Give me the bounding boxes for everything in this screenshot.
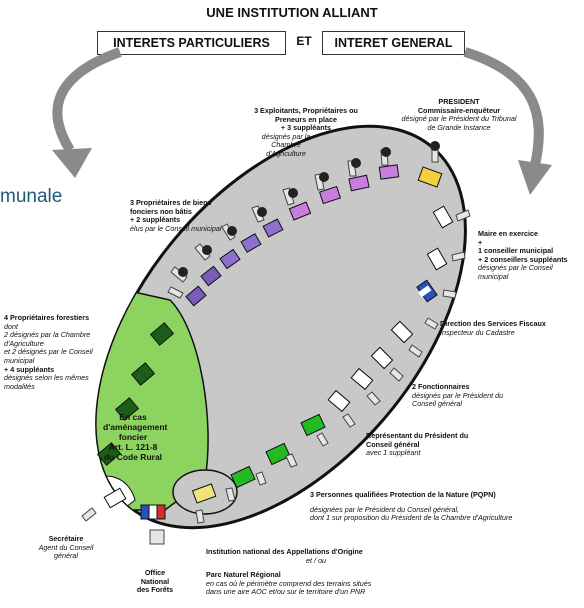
office-flag-seat — [140, 504, 166, 520]
proprietaires-label: 3 Propriétaires de biens fonciers non bâ… — [130, 198, 228, 233]
secretaire-detail: Agent du Conseil général — [38, 542, 94, 561]
proprietaires-title: 3 Propriétaires de biens fonciers non bâ… — [130, 198, 212, 216]
fiscaux-label: Direction des Services Fiscaux Inspecteu… — [440, 319, 550, 337]
onf-line: Office — [144, 568, 166, 577]
green-zone-label: En cas d'aménagement foncier Art. L. 121… — [103, 412, 168, 462]
representant-label: Représentant du Président du Conseil gén… — [366, 431, 478, 458]
maire-seats — [416, 205, 454, 303]
fiscaux-seats — [370, 320, 414, 370]
forestiers-line: dont — [4, 321, 18, 331]
forestiers-suppl: + 4 suppléants — [4, 364, 55, 374]
green-zone-line: d'aménagement — [103, 422, 168, 432]
forestiers-seats — [96, 322, 175, 466]
onf-line: des Forêts — [136, 585, 174, 595]
maire-suppl: + 2 conseillers suppléants — [478, 254, 568, 264]
forestiers-detail: désignés selon les mêmes modalités — [4, 373, 89, 391]
green-zone-line: Art. L. 121-8 — [108, 442, 158, 452]
exploitants-detail: désignés par la Chambre d'Agriculture — [261, 131, 311, 158]
pqpn-title: 3 Personnes qualifiées Protection de la … — [310, 490, 496, 499]
purple-seats — [185, 218, 284, 307]
forestiers-title: 4 Propriétaires forestiers — [4, 313, 90, 322]
connector-et: ET — [296, 34, 312, 48]
fiscaux-detail: Inspecteur du Cadastre — [440, 327, 515, 337]
left-arrow-head — [52, 148, 92, 178]
representant-title: Représentant du Président du Conseil gén… — [366, 431, 469, 449]
president-subtitle: Commissaire-enquêteur — [417, 105, 501, 115]
maire-label: Maire en exercice + 1 conseiller municip… — [478, 229, 582, 282]
proprietaires-suppl: + 2 suppléants — [130, 215, 181, 225]
right-curved-arrow — [463, 47, 544, 167]
green-zone-line: En cas — [119, 412, 147, 422]
fonctionnaires-title: 2 Fonctionnaires — [412, 382, 470, 391]
secretaire-label: Secrétaire Agent du Conseil général — [34, 534, 98, 561]
forestiers-label: 4 Propriétaires forestiers dont 2 désign… — [4, 313, 108, 391]
president-detail: désigné par le Président du Tribunal de … — [401, 114, 517, 132]
left-curved-arrow — [52, 47, 122, 153]
fonctionnaires-label: 2 Fonctionnaires désignés par le Préside… — [412, 382, 516, 409]
pqpn-detail: dont 1 sur proposition du Président de l… — [310, 513, 513, 523]
onf-line: National — [140, 576, 170, 586]
inao-detail: et / ou — [306, 555, 326, 565]
pink-seats — [288, 164, 400, 221]
inao-label: Institution national des Appellations d'… — [206, 547, 446, 565]
exploitants-suppl: + 3 suppléants — [280, 123, 332, 133]
maire-detail: désignés par le Conseil municipal — [478, 263, 553, 281]
fiscaux-title: Direction des Services Fiscaux — [440, 319, 546, 328]
pqpn-detail: désignées par le Président du Conseil gé… — [310, 504, 460, 514]
onf-label: Office National des Forêts — [130, 568, 180, 595]
representant-detail: avec 1 suppléant — [366, 448, 421, 458]
maire-conseiller: 1 conseiller municipal — [478, 246, 554, 256]
pqpn-label: 3 Personnes qualifiées Protection de la … — [310, 490, 560, 523]
pnr-detail: dans une aire AOC et/ou sur le territoir… — [206, 587, 366, 597]
pnr-detail: en cas où le périmètre comprend des terr… — [206, 578, 372, 588]
interets-particuliers-box: INTERETS PARTICULIERS — [97, 31, 286, 55]
proprietaires-detail: élus par le Conseil municipal — [130, 223, 222, 233]
secretaire-title: Secrétaire — [48, 534, 84, 543]
pnr-label: Parc Naturel Régional en cas où le périm… — [206, 570, 446, 597]
exploitants-label: 3 Exploitants, Propriétaires ou Preneurs… — [252, 106, 360, 159]
exploitants-title: 3 Exploitants, Propriétaires ou Preneurs… — [254, 106, 358, 124]
forestiers-line: et 2 désignés par le Conseil municipal — [4, 347, 93, 365]
president-seat — [417, 166, 443, 188]
forestiers-line: 2 désignés par la Chambre d'Agriculture — [4, 330, 91, 348]
maire-title: Maire en exercice — [478, 229, 538, 238]
diagram-title: UNE INSTITUTION ALLIANT — [206, 5, 378, 20]
pnr-title: Parc Naturel Régional — [206, 570, 281, 579]
inao-seat — [191, 483, 217, 504]
secretaire-seat — [103, 487, 127, 509]
fonctionnaires-detail: désignés par le Président du Conseil gén… — [412, 390, 504, 409]
maire-plus: + — [478, 237, 483, 247]
fonctionnaires-seats — [327, 367, 374, 413]
cropped-heading-text: munale — [0, 186, 63, 207]
president-title: PRESIDENT — [438, 97, 480, 106]
interet-general-box: INTERET GENERAL — [322, 31, 465, 55]
president-label: PRESIDENT Commissaire-enquêteur désigné … — [400, 97, 518, 132]
green-zone-line: du Code Rural — [103, 452, 163, 462]
green-zone-line: foncier — [118, 432, 148, 442]
people-markers — [178, 141, 440, 277]
representant-seats — [230, 413, 326, 489]
inao-title: Institution national des Appellations d'… — [206, 547, 363, 556]
right-arrow-head — [518, 160, 552, 195]
